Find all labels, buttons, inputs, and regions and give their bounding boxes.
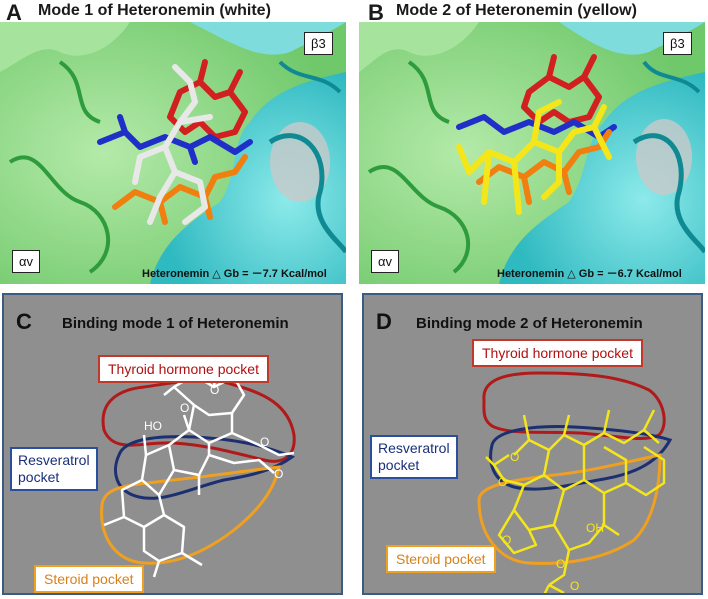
panel-d-pocket-diagram	[477, 371, 673, 593]
panel-b-beta3-label: β3	[663, 32, 692, 55]
panel-d-resveratrol-pocket-label: Resveratrol pocket	[370, 435, 458, 479]
panel-c-title: Binding mode 1 of Heteronemin	[62, 315, 289, 332]
panel-c-letter: C	[16, 309, 32, 334]
panel-a-alphav-label: αv	[12, 250, 41, 273]
panel-d-resveratrol-label-line1: Resveratrol	[378, 440, 450, 456]
panel-b-title: Mode 2 of Heteronemin (yellow)	[396, 2, 637, 19]
panel-d-thyroid-pocket-outline	[482, 371, 666, 440]
panel-d-binding-scheme: D Binding mode 2 of Heteronemin Thyroid …	[362, 293, 703, 595]
panel-b-letter: B	[368, 0, 384, 25]
panel-c-steroid-pocket-outline	[100, 465, 281, 565]
panel-c-atom-o1: O	[180, 401, 190, 415]
panel-d-atom-o4: O	[556, 557, 566, 571]
panel-d-atom-oh: OH	[586, 521, 604, 535]
panel-c-pocket-diagram	[100, 363, 296, 578]
panel-a-molecular-view: β3 αv Heteronemin △ Gb = －7.7 Kcal/mol	[0, 22, 346, 284]
panel-d-steroid-pocket-label: Steroid pocket	[386, 545, 496, 573]
panel-d-atom-o1: O	[510, 450, 520, 464]
panel-a-title: Mode 1 of Heteronemin (white)	[38, 2, 271, 19]
panel-c-resveratrol-label-line1: Resveratrol	[18, 452, 90, 468]
panel-d-resveratrol-pocket-outline	[489, 425, 673, 491]
panel-c-atom-ho: HO	[144, 419, 162, 433]
panel-d-title: Binding mode 2 of Heteronemin	[416, 315, 643, 332]
panel-c-resveratrol-pocket-label: Resveratrol pocket	[10, 447, 98, 491]
panel-a-letter: A	[6, 0, 22, 25]
panel-d-thyroid-pocket-label: Thyroid hormone pocket	[472, 339, 643, 367]
panel-b-protein-surface	[359, 22, 705, 284]
panel-b-binding-energy: Heteronemin △ Gb = －6.7 Kcal/mol	[497, 268, 682, 280]
panel-b-alphav-label: αv	[371, 250, 400, 273]
panel-d-atom-o2: O	[498, 475, 508, 489]
panel-d-letter: D	[376, 309, 392, 334]
panel-a-protein-surface	[0, 22, 346, 284]
panel-c-binding-scheme: C Binding mode 1 of Heteronemin Thyroid …	[2, 293, 343, 595]
panel-d-atom-o3: O	[502, 533, 512, 547]
panel-a-binding-energy: Heteronemin △ Gb = －7.7 Kcal/mol	[142, 268, 327, 280]
panel-d-atom-o5: O	[570, 579, 580, 593]
panel-c-thyroid-pocket-outline	[101, 378, 296, 463]
panel-b-molecular-view: β3 αv Heteronemin △ Gb = －6.7 Kcal/mol	[359, 22, 705, 284]
panel-c-resveratrol-label-line2: pocket	[18, 469, 60, 485]
panel-d-resveratrol-label-line2: pocket	[378, 457, 420, 473]
panel-c-thyroid-pocket-label: Thyroid hormone pocket	[98, 355, 269, 383]
panel-a-beta3-label: β3	[304, 32, 333, 55]
panel-c-atom-o3: O	[260, 435, 270, 449]
panel-c-steroid-pocket-label: Steroid pocket	[34, 565, 144, 593]
panel-c-atom-o4: O	[274, 467, 284, 481]
panel-c-atom-o2: O	[210, 383, 220, 397]
